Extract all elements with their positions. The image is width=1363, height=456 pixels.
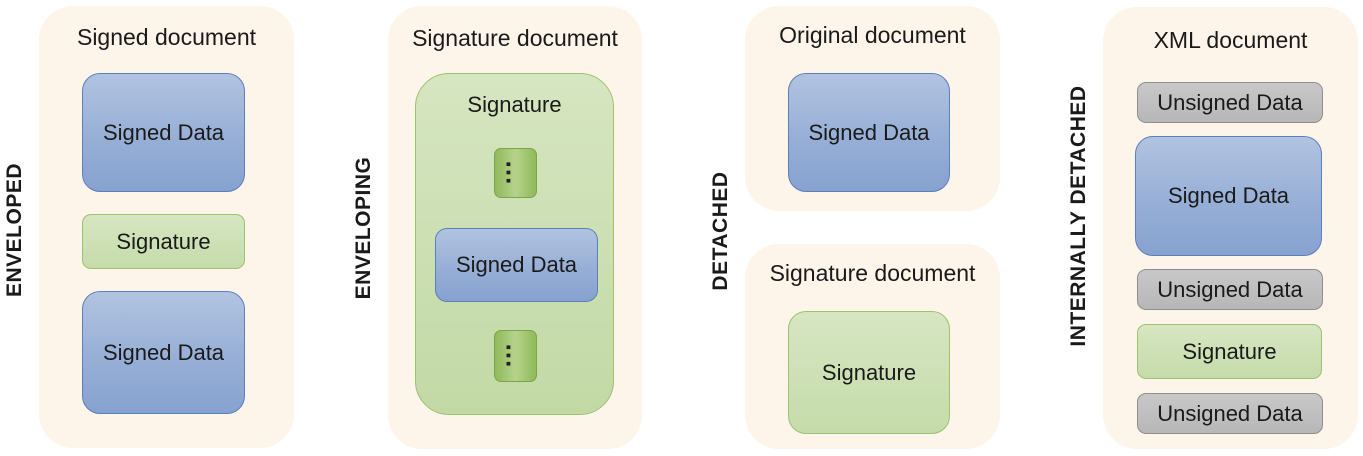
enveloped-signed-data-top: Signed Data — [82, 73, 245, 192]
enveloping-label: ENVELOPING — [352, 156, 375, 300]
detached-signed-data: Signed Data — [788, 73, 950, 192]
enveloped-label: ENVELOPED — [3, 162, 26, 298]
detached-label: DETACHED — [709, 171, 732, 291]
internally-detached-unsigned-data-3: Unsigned Data — [1137, 393, 1323, 434]
detached-signature-doc-title: Signature document — [769, 260, 976, 286]
internally-detached-document-title: XML document — [1153, 27, 1308, 53]
detached-signature: Signature — [788, 311, 950, 434]
enveloping-signed-data: Signed Data — [435, 228, 598, 302]
internally-detached-unsigned-data-2: Unsigned Data — [1137, 269, 1323, 310]
enveloping-document-title: Signature document — [412, 25, 618, 51]
enveloped-signed-data-bottom: Signed Data — [82, 291, 245, 414]
enveloping-ellipsis-bottom: ... — [494, 330, 537, 382]
internally-detached-unsigned-data-1: Unsigned Data — [1137, 82, 1323, 123]
enveloped-document-title: Signed document — [76, 24, 256, 50]
enveloping-ellipsis-top: ... — [494, 148, 537, 198]
ellipsis-icon-bottom: ... — [500, 343, 531, 369]
internally-detached-signed-data: Signed Data — [1135, 136, 1322, 256]
enveloping-signature-title: Signature — [467, 92, 562, 117]
ellipsis-icon-top: ... — [500, 160, 531, 186]
detached-original-title: Original document — [779, 22, 966, 48]
enveloped-signature: Signature — [82, 214, 245, 269]
internally-detached-signature: Signature — [1137, 324, 1322, 379]
internally-detached-label: INTERNALLY DETACHED — [1067, 85, 1090, 347]
